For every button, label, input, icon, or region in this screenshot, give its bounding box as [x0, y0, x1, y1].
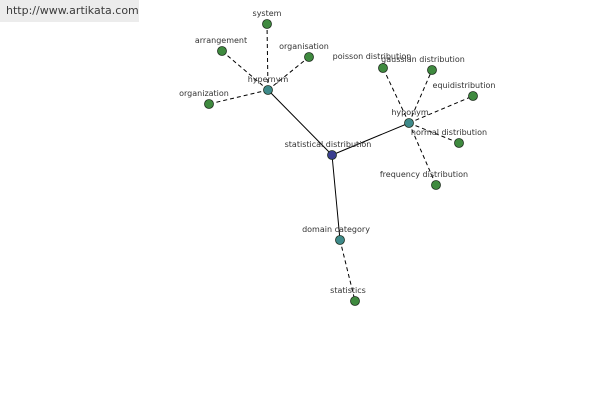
edge-hyponym-poisson: [382, 67, 410, 124]
label-normal[interactable]: normal distribution: [411, 128, 487, 137]
node-root[interactable]: [327, 150, 337, 160]
node-domain[interactable]: [335, 235, 345, 245]
label-statistics[interactable]: statistics: [330, 286, 366, 295]
edge-hyponym-equidistribution: [408, 95, 474, 124]
edge-domain-statistics: [339, 239, 356, 302]
node-organization[interactable]: [204, 99, 214, 109]
label-equidistribution[interactable]: equidistribution: [433, 81, 496, 90]
node-organisation[interactable]: [304, 52, 314, 62]
label-hypernym[interactable]: hypernym: [248, 75, 289, 84]
node-statistics[interactable]: [350, 296, 360, 306]
node-frequency[interactable]: [431, 180, 441, 190]
graph-labels: statistical distribution hypernym hyponym d…: [179, 9, 495, 295]
label-organization[interactable]: organization: [179, 89, 229, 98]
node-arrangement[interactable]: [217, 46, 227, 56]
graph-edges: [208, 23, 474, 302]
edge-root-hypernym: [267, 89, 333, 156]
graph-nodes: [204, 19, 478, 306]
label-hyponym[interactable]: hyponym: [391, 108, 429, 117]
node-hypernym[interactable]: [263, 85, 273, 95]
label-root[interactable]: statistical distribution: [285, 140, 372, 149]
label-organisation[interactable]: organisation: [279, 42, 329, 51]
label-system[interactable]: system: [253, 9, 282, 18]
edge-hyponym-normal: [408, 122, 460, 144]
edge-hyponym-gaussian: [408, 69, 433, 124]
node-system[interactable]: [262, 19, 272, 29]
edge-hypernym-organisation: [267, 56, 310, 91]
site-url[interactable]: http://www.artikata.com: [0, 0, 139, 22]
edge-hypernym-arrangement: [221, 50, 269, 91]
node-normal[interactable]: [454, 138, 464, 148]
label-poisson[interactable]: poisson distribution: [333, 52, 412, 61]
node-gaussian[interactable]: [427, 65, 437, 75]
label-frequency[interactable]: frequency distribution: [380, 170, 468, 179]
node-hyponym[interactable]: [404, 118, 414, 128]
edge-hypernym-organization: [208, 89, 269, 105]
node-equidistribution[interactable]: [468, 91, 478, 101]
label-gaussian[interactable]: gaussian distribution: [381, 55, 465, 64]
label-arrangement[interactable]: arrangement: [195, 36, 247, 45]
edge-root-domain: [331, 154, 341, 241]
edge-hyponym-frequency: [408, 122, 437, 186]
label-domain[interactable]: domain category: [302, 225, 370, 234]
edge-root-hyponym: [331, 122, 410, 156]
node-poisson[interactable]: [378, 63, 388, 73]
